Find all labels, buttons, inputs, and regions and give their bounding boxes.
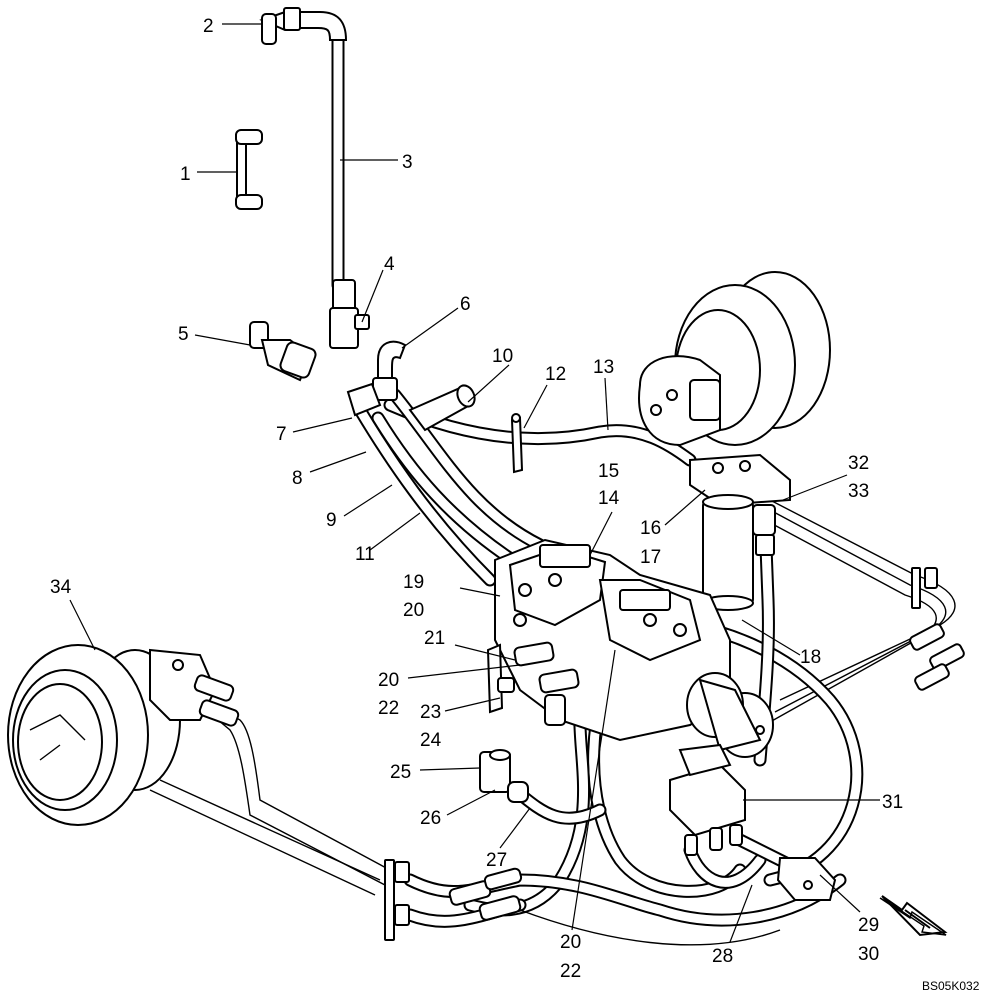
left-motor-tubes	[149, 689, 391, 896]
callout-15: 15	[598, 461, 619, 482]
right-wheel-motor	[638, 271, 831, 447]
callout-19: 19	[403, 572, 424, 593]
callout-5: 5	[178, 324, 189, 345]
part-5-elbow	[249, 321, 317, 382]
callout-21: 21	[424, 628, 445, 649]
part-10-tube-end	[408, 384, 476, 432]
callout-1: 1	[180, 164, 191, 185]
hose-8	[353, 403, 497, 587]
drawing-reference-code: BS05K032	[922, 979, 980, 993]
callout-4: 4	[384, 254, 395, 275]
callout-22a: 22	[378, 698, 399, 719]
callout-33: 33	[848, 481, 869, 502]
callout-28: 28	[712, 946, 733, 967]
hose-9	[371, 411, 527, 572]
part-34-left-wheel-motor	[7, 644, 240, 826]
callout-30: 30	[858, 944, 879, 965]
callout-12: 12	[545, 364, 566, 385]
callout-24: 24	[420, 730, 442, 751]
part-16-filter-head	[689, 453, 791, 507]
hose-28	[683, 843, 767, 889]
part-2-elbow	[259, 7, 348, 45]
callout-17: 17	[640, 547, 661, 568]
left-bracket-plate	[384, 859, 410, 941]
callout-23: 23	[420, 702, 441, 723]
callout-27: 27	[486, 850, 507, 871]
callout-10: 10	[492, 346, 513, 367]
part-29-valve	[776, 857, 837, 901]
callout-26: 26	[420, 808, 441, 829]
right-bracket-plate	[911, 567, 938, 609]
bottom-fittings	[448, 867, 523, 921]
callout-16: 16	[640, 518, 661, 539]
part-21-fittings	[513, 641, 580, 726]
callout-3: 3	[402, 152, 413, 173]
front-direction-arrow-icon	[879, 895, 948, 937]
part-23-plate	[486, 643, 515, 714]
callout-31: 31	[882, 792, 903, 813]
callout-9: 9	[326, 510, 337, 531]
callout-22b: 22	[560, 961, 581, 982]
right-side-fittings	[909, 623, 965, 691]
hose-11	[388, 388, 547, 552]
part-31-valve-block	[669, 743, 746, 856]
callout-6: 6	[460, 294, 471, 315]
part-12-bracket	[510, 413, 524, 474]
callout-labels: 2 1 3 4 5 6 7 8 9 10 11 12 13 14 15 16 1…	[50, 16, 903, 982]
callout-20a: 20	[403, 600, 424, 621]
callout-32: 32	[848, 453, 869, 474]
charge-pump-motor	[686, 672, 774, 758]
callout-11: 11	[355, 544, 375, 565]
callout-20c: 20	[560, 932, 581, 953]
part-6-elbow	[372, 340, 407, 401]
callout-7: 7	[276, 424, 287, 445]
callout-29: 29	[858, 915, 879, 936]
callout-25: 25	[390, 762, 411, 783]
callout-14: 14	[598, 488, 620, 509]
part-32-fitting	[752, 504, 776, 556]
hoses	[149, 33, 956, 946]
part-18-filter	[702, 494, 754, 611]
callout-2: 2	[203, 16, 214, 37]
callout-20b: 20	[378, 670, 399, 691]
part-25-fitting	[479, 749, 529, 803]
callout-34: 34	[50, 577, 72, 598]
part-4-fitting	[329, 279, 370, 349]
part-7-clamp	[346, 382, 382, 417]
callout-18: 18	[800, 647, 821, 668]
part-1-link	[235, 129, 263, 210]
leader-lines	[69, 23, 880, 943]
callout-8: 8	[292, 468, 303, 489]
callout-13: 13	[593, 357, 614, 378]
